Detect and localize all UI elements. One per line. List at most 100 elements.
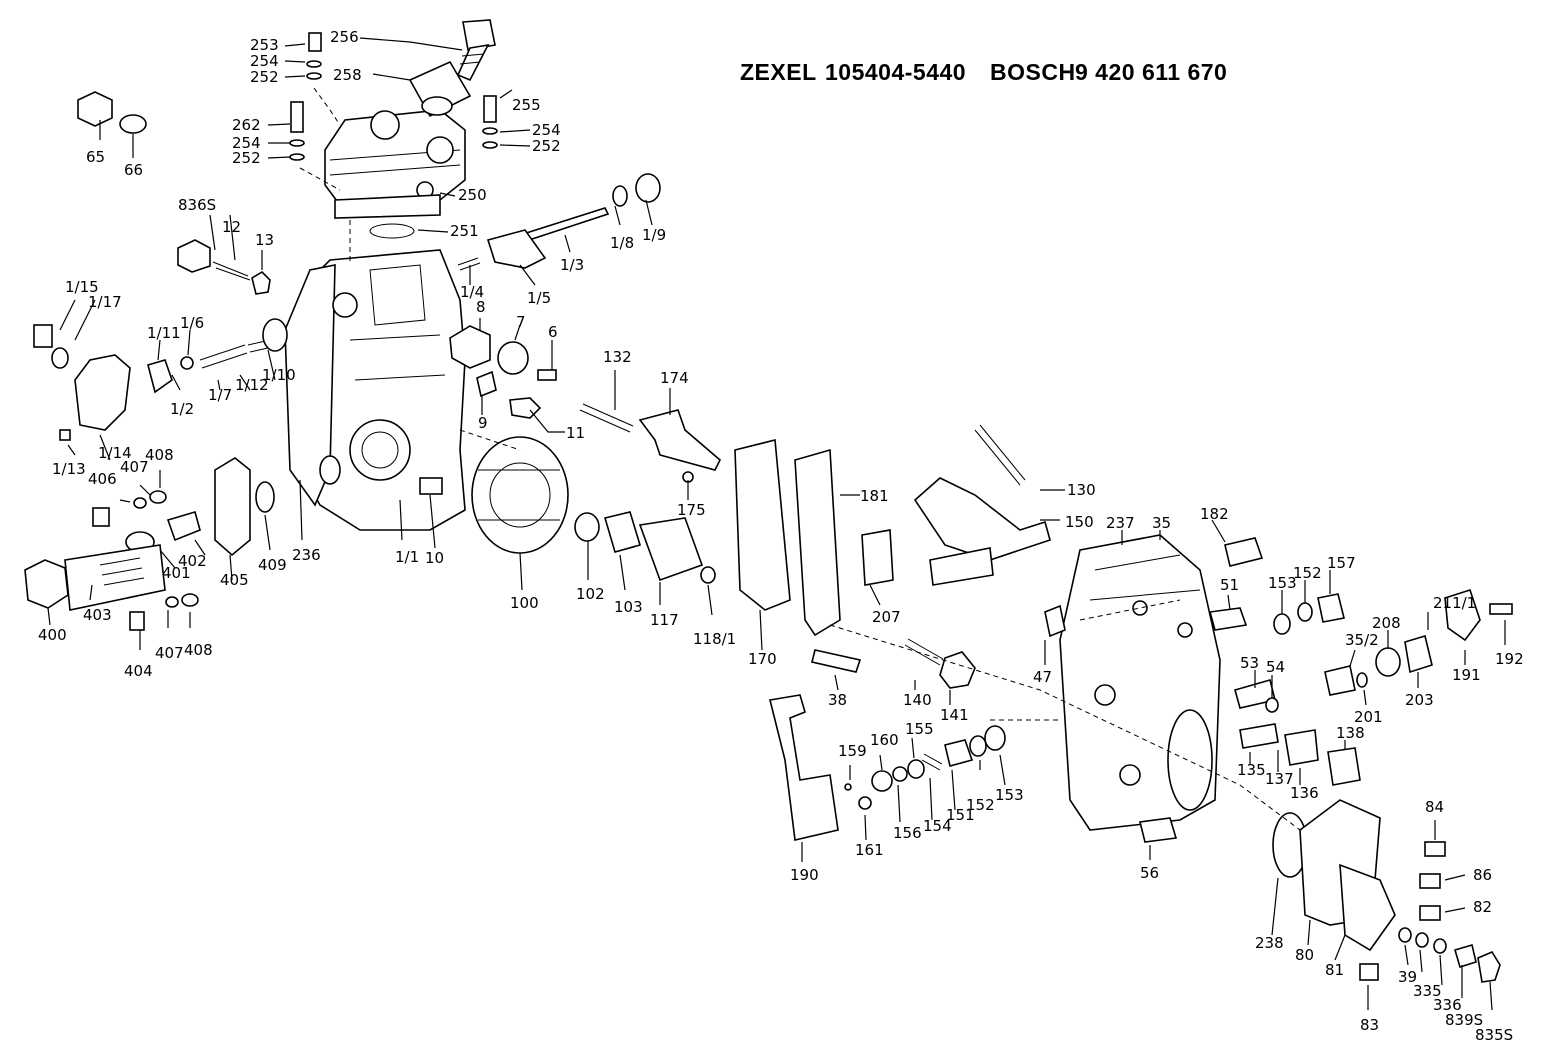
callout-211-1: 211/1: [1433, 594, 1476, 612]
cylinder-117: [638, 517, 704, 582]
callout-404: 404: [124, 662, 153, 680]
callout-1-6: 1/6: [180, 314, 204, 332]
callout-1-17: 1/17: [88, 293, 122, 311]
callout-47: 47: [1033, 668, 1052, 686]
washer-254-a: [306, 60, 322, 68]
callout-155: 155: [905, 720, 934, 738]
feed-pump-100: [471, 436, 569, 554]
cap-203: [1404, 634, 1433, 674]
callout-100: 100: [510, 594, 539, 612]
washer-407-b: [165, 596, 179, 608]
ring-102: [574, 512, 600, 542]
lever-174: [638, 409, 721, 471]
diagram-header: ZEXEL 105404-5440 BOSCH 9 420 611 670: [740, 59, 1227, 85]
callout-258: 258: [333, 66, 362, 84]
callout-400: 400: [38, 626, 67, 644]
callout-237: 237: [1106, 514, 1135, 532]
callout-190: 190: [790, 866, 819, 884]
washer-254-c: [289, 139, 305, 147]
callout-161: 161: [855, 841, 884, 859]
plug-400: [24, 559, 69, 609]
callout-117: 117: [650, 611, 679, 629]
screw-135: [1239, 723, 1279, 749]
leader-lines: [47, 37, 1506, 1011]
callout-181: 181: [860, 487, 889, 505]
callout-250: 250: [458, 186, 487, 204]
plate-403: [64, 544, 166, 611]
cover-1-14: [74, 354, 131, 431]
callout-236: 236: [292, 546, 321, 564]
lever-181: [794, 448, 841, 637]
callout-151: 151: [946, 806, 975, 824]
callout-152: 152: [966, 796, 995, 814]
callout-1-5: 1/5: [527, 289, 551, 307]
callout-82: 82: [1473, 898, 1492, 916]
callout-6: 6: [548, 323, 558, 341]
callout-135: 135: [1237, 761, 1266, 779]
bolt-255: [483, 95, 497, 123]
plug-47: [1044, 604, 1066, 638]
o-ring-409: [255, 481, 275, 513]
bolt-83: [1359, 963, 1379, 981]
bolt-51: [1208, 607, 1248, 631]
top-cover-250: [324, 109, 466, 239]
washer-335: [1415, 932, 1429, 948]
governor-cover-35: [1059, 534, 1221, 831]
callout-170: 170: [748, 650, 777, 668]
nut-141: [939, 651, 976, 689]
callout-130: 130: [1067, 481, 1096, 499]
callout-35-2: 35/2: [1345, 631, 1379, 649]
callout-141: 141: [940, 706, 969, 724]
washer-1-8: [612, 185, 628, 207]
callout-118-1: 118/1: [693, 630, 736, 648]
piston-1-11: [147, 359, 173, 394]
sleeve-103: [603, 511, 642, 553]
callout-836s: 836S: [178, 196, 216, 214]
callout-103: 103: [614, 598, 643, 616]
bolt-406: [92, 507, 110, 527]
callout-132: 132: [603, 348, 632, 366]
callout-1-14: 1/14: [98, 444, 132, 462]
spring-140: [904, 638, 944, 666]
bolt-86: [1419, 873, 1441, 889]
callout-159: 159: [838, 742, 867, 760]
callout-1-4: 1/4: [460, 283, 484, 301]
fitting-35-2: [1324, 665, 1356, 696]
callout-1-1: 1/1: [395, 548, 419, 566]
callout-156: 156: [893, 824, 922, 842]
callout-39: 39: [1398, 968, 1417, 986]
callout-1-12: 1/12: [235, 376, 269, 394]
screw-6: [537, 369, 557, 381]
callout-252: 252: [532, 137, 561, 155]
zexel-part-number: 105404-5440: [825, 59, 966, 85]
callout-251: 251: [450, 222, 479, 240]
ring-208: [1375, 647, 1401, 677]
bolt-10: [419, 477, 443, 495]
callout-254: 254: [532, 121, 561, 139]
callout-254: 254: [232, 134, 261, 152]
callout-407: 407: [155, 644, 184, 662]
flange-405: [214, 457, 251, 557]
callout-102: 102: [576, 585, 605, 603]
ring-152-a: [1297, 602, 1313, 622]
bolt-404: [129, 611, 145, 631]
callout-1-10: 1/10: [262, 366, 296, 384]
callout-408: 408: [145, 446, 174, 464]
callout-1-7: 1/7: [208, 386, 232, 404]
pin-159: [844, 783, 852, 791]
callout-11: 11: [566, 424, 585, 442]
bolt-253: [308, 32, 322, 52]
callout-256: 256: [330, 28, 359, 46]
callout-35: 35: [1152, 514, 1171, 532]
lever-190: [769, 694, 839, 841]
ring-252-c: [289, 153, 305, 161]
callout-38: 38: [828, 691, 847, 709]
callout-140: 140: [903, 691, 932, 709]
nut-13: [251, 270, 271, 295]
callout-153: 153: [995, 786, 1024, 804]
callout-174: 174: [660, 369, 689, 387]
sleeve-151: [944, 739, 974, 767]
callout-1-9: 1/9: [642, 226, 666, 244]
pump-housing-1-1: [284, 249, 466, 531]
